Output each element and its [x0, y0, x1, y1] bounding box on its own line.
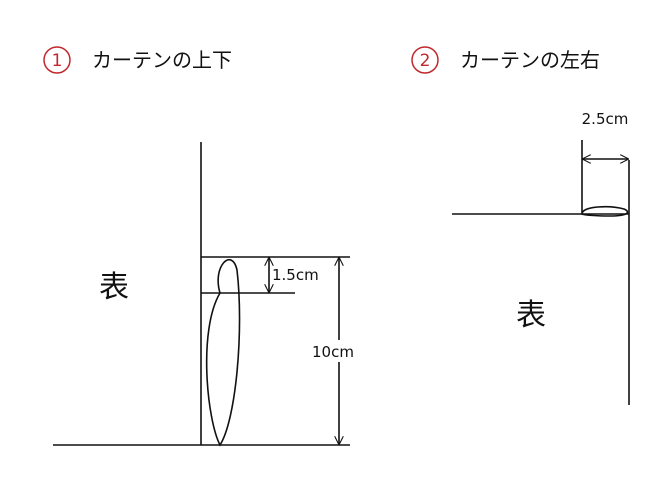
section2-title: カーテンの左右 — [460, 48, 600, 72]
section1-title: カーテンの上下 — [92, 48, 232, 72]
face-label-1: 表 — [99, 270, 129, 305]
section1-number: 1 — [52, 51, 63, 71]
section2-number-circle — [411, 46, 439, 74]
section1-number-circle — [43, 46, 71, 74]
small-dimension-label: 1.5cm — [272, 266, 319, 284]
section1-header: 1 カーテンの上下 — [43, 46, 232, 74]
section2-header: 2 カーテンの左右 — [411, 46, 600, 74]
hem-diagram-left-right — [452, 140, 630, 405]
large-dimension-label-bg — [306, 340, 362, 362]
section2-number: 2 — [420, 51, 431, 71]
large-dimension-label: 10cm — [312, 343, 354, 361]
side-dimension-label: 2.5cm — [582, 110, 629, 128]
hem-loop — [205, 258, 241, 447]
face-label-2: 表 — [516, 298, 546, 333]
hem-diagram-top-bottom — [53, 142, 350, 447]
side-hem-loop — [581, 205, 629, 217]
